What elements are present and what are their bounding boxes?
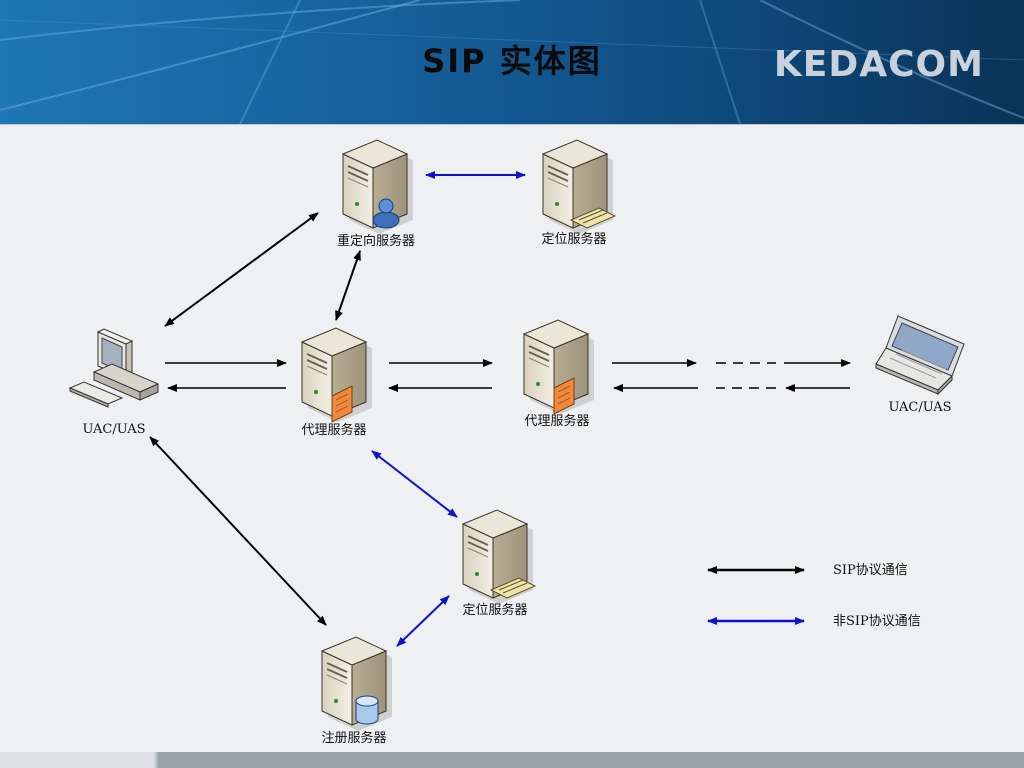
server-database-icon [355,695,379,725]
proxy-server-1-label: 代理服务器 [301,422,366,438]
server-firewall-icon [331,385,353,423]
server-router-icon [489,577,537,599]
link-registrar-location [396,595,450,647]
kedacom-logo: KEDACOM [773,44,984,85]
footer-bar [0,752,1024,768]
redirect-server [342,139,414,235]
link-proxy-location-mid [371,450,458,518]
location-server-mid [462,509,537,605]
link-proxy-redirect [335,250,361,321]
redirect-server-label: 重定向服务器 [337,233,415,249]
registrar-server [321,636,393,732]
legend-non-sip-label: 非SIP协议通信 [833,614,921,629]
desktop-computer-icon [68,328,160,408]
location-server-top [542,139,617,235]
uac-right-label: UAC/UAS [888,400,951,415]
header-banner: SIP 实体图 KEDACOM [0,0,1024,124]
header-decoration [0,0,1024,124]
link-uac-redirect [164,212,319,327]
page-title: SIP 实体图 [422,42,602,80]
link-uac-registrar [149,436,327,626]
server-router-icon [569,207,617,229]
connections [149,171,851,647]
location-server-top-label: 定位服务器 [541,231,606,247]
proxy-server-2 [523,319,595,415]
proxy-server-2-label: 代理服务器 [524,413,589,429]
legend-sip-label: SIP协议通信 [833,563,908,578]
registrar-server-label: 注册服务器 [321,730,386,746]
location-server-mid-label: 定位服务器 [462,602,527,618]
laptop-icon [875,315,965,396]
server-firewall-icon [553,377,575,415]
uac-right [875,315,965,396]
legend: SIP协议通信 非SIP协议通信 [707,563,921,629]
proxy-server-1 [301,327,373,423]
uac-left [68,328,160,408]
uac-left-label: UAC/UAS [82,422,145,437]
server-user-icon [372,198,400,229]
